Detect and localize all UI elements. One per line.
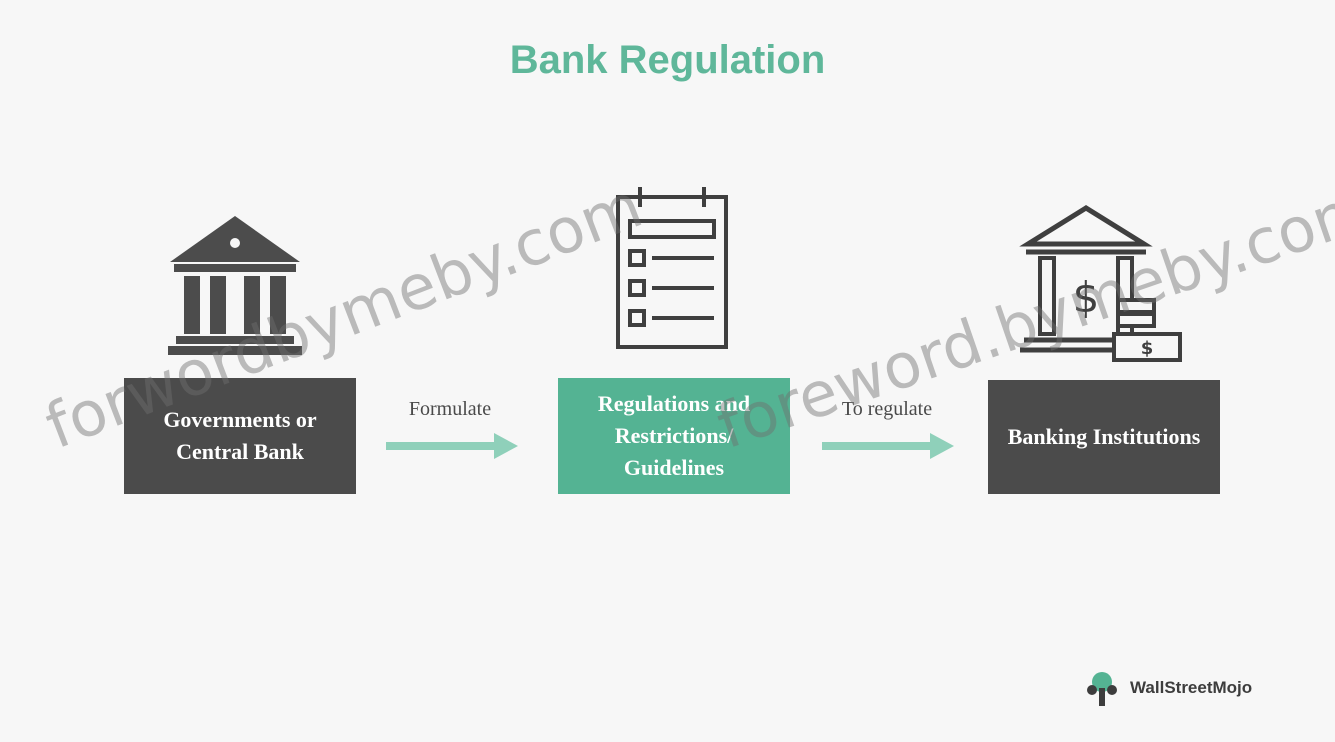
edge-label-formulate: Formulate <box>408 398 492 420</box>
svg-text:$: $ <box>1073 273 1100 322</box>
bank-dollar-icon: $ $ <box>1019 205 1182 362</box>
checklist-icon <box>616 187 728 349</box>
logo-mark-icon <box>1087 672 1117 706</box>
logo-text: WallStreetMojo <box>1130 678 1253 697</box>
edge-label-to-regulate: To regulate <box>841 398 933 420</box>
diagram-title: Bank Regulation <box>509 38 826 82</box>
arrow-right-icon <box>822 433 954 459</box>
node-regulations: Regulations and Restrictions/ Guidelines <box>558 378 790 494</box>
svg-text:$: $ <box>1141 338 1154 359</box>
brand-logo: WallStreetMojo <box>1082 668 1252 708</box>
arrow-right-icon <box>386 433 518 459</box>
node-banking: Banking Institutions <box>988 380 1220 494</box>
government-building-icon <box>168 216 302 355</box>
node-government: Governments or Central Bank <box>124 378 356 494</box>
